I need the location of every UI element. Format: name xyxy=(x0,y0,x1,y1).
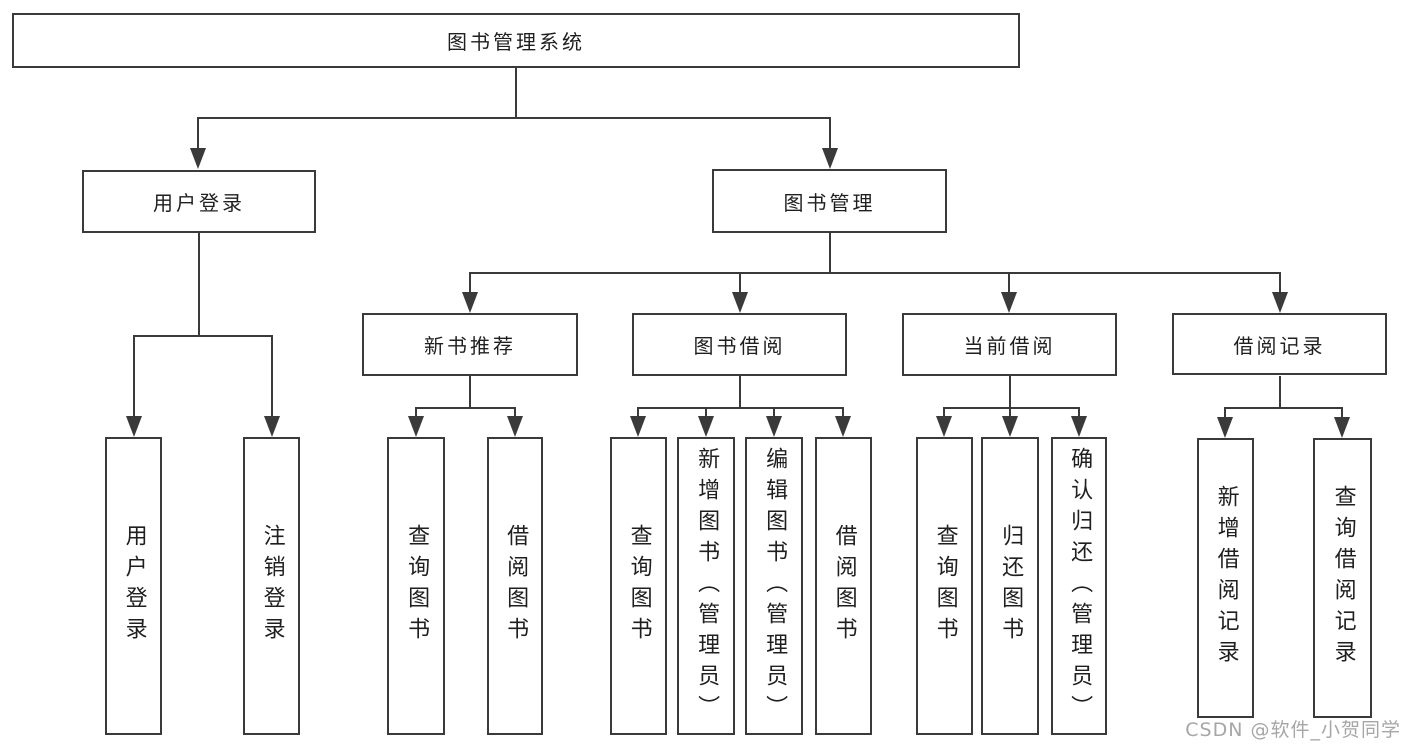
leaf-label: 借阅图书 xyxy=(831,524,857,648)
node-label: 图书借阅 xyxy=(693,334,786,358)
node-label: 用户登录 xyxy=(153,191,245,215)
leaf-label: 归还图书 xyxy=(998,524,1024,648)
leaf-edit-books-admin: 编辑图书（管理员） xyxy=(745,437,803,735)
node-label: 图书管理系统 xyxy=(447,30,585,54)
leaf-label: 新增图书（管理员） xyxy=(694,446,720,726)
leaf-label: 查询图书 xyxy=(932,524,958,648)
leaf-add-borrow-record: 新增借阅记录 xyxy=(1197,438,1254,718)
node-label: 新书推荐 xyxy=(424,334,516,358)
node-label: 图书管理 xyxy=(783,190,876,215)
leaf-return-books: 归还图书 xyxy=(981,437,1039,735)
csdn-watermark: CSDN @软件_小贺同学 xyxy=(1185,719,1401,741)
leaf-borrow-books-borrowing: 借阅图书 xyxy=(815,437,872,735)
leaf-label: 新增借阅记录 xyxy=(1213,485,1239,671)
node-book-borrowing: 图书借阅 xyxy=(632,313,847,376)
leaf-label: 查询借阅记录 xyxy=(1330,485,1356,671)
arrowheads xyxy=(126,148,1350,438)
leaf-borrow-books-recommend: 借阅图书 xyxy=(487,437,543,735)
leaf-add-books-admin: 新增图书（管理员） xyxy=(677,437,735,735)
leaf-label: 查询图书 xyxy=(626,524,652,648)
leaf-query-borrow-record: 查询借阅记录 xyxy=(1313,438,1372,718)
leaf-label: 用户登录 xyxy=(121,524,147,648)
leaf-query-books-recommend: 查询图书 xyxy=(387,437,445,735)
leaf-label: 编辑图书（管理员） xyxy=(762,446,788,726)
leaf-query-books-current: 查询图书 xyxy=(916,437,973,735)
leaf-confirm-return-admin: 确认归还（管理员） xyxy=(1051,437,1107,735)
node-new-book-recommend: 新书推荐 xyxy=(362,313,578,376)
leaf-label: 查询图书 xyxy=(404,524,430,648)
leaf-logout: 注销登录 xyxy=(243,437,300,735)
node-book-management: 图书管理 xyxy=(712,169,947,233)
node-library-management-system: 图书管理系统 xyxy=(12,13,1020,68)
connector-lines xyxy=(133,68,1343,421)
node-label: 借阅记录 xyxy=(1233,333,1326,358)
node-current-borrowing: 当前借阅 xyxy=(902,313,1117,376)
node-label: 当前借阅 xyxy=(963,334,1056,358)
leaf-label: 确认归还（管理员） xyxy=(1067,446,1093,726)
node-user-login: 用户登录 xyxy=(82,170,316,233)
leaf-query-books-borrowing: 查询图书 xyxy=(610,437,667,735)
leaf-label: 借阅图书 xyxy=(503,524,529,648)
leaf-user-login: 用户登录 xyxy=(105,437,162,735)
leaf-label: 注销登录 xyxy=(259,524,285,648)
node-borrowing-records: 借阅记录 xyxy=(1172,313,1387,375)
